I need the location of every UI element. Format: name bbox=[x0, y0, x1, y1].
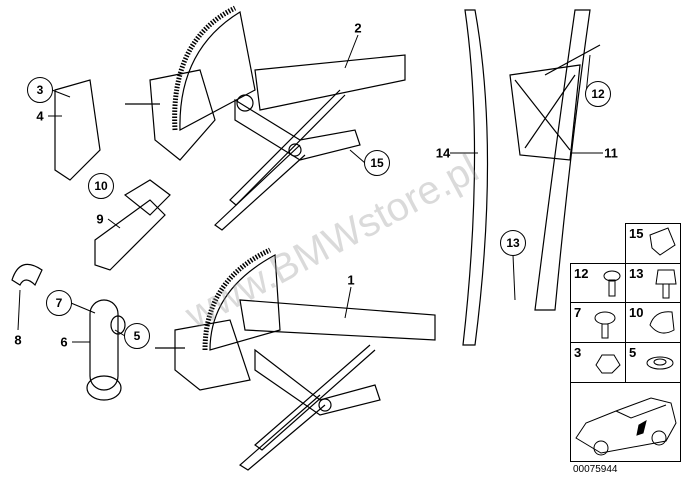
grid-label-7: 7 bbox=[574, 305, 582, 320]
callout-9: 9 bbox=[96, 211, 104, 227]
diagram-code: 00075944 bbox=[573, 464, 618, 475]
belt-part bbox=[89, 299, 119, 391]
motor-part bbox=[94, 199, 166, 271]
cap-part bbox=[11, 263, 43, 287]
grid-cell-car bbox=[570, 382, 681, 462]
guide-rail-14 bbox=[462, 9, 489, 346]
callout-10: 10 bbox=[88, 173, 114, 199]
grid-label-3: 3 bbox=[574, 345, 582, 360]
callout-15: 15 bbox=[364, 150, 390, 176]
callout-6: 6 bbox=[60, 334, 68, 350]
callout-4: 4 bbox=[36, 108, 44, 124]
grid-label-5: 5 bbox=[629, 345, 637, 360]
lower-window-regulator bbox=[155, 247, 436, 471]
grid-label-13: 13 bbox=[629, 266, 644, 281]
upper-window-regulator bbox=[125, 5, 406, 231]
callout-13: 13 bbox=[500, 230, 526, 256]
callout-5: 5 bbox=[124, 323, 150, 349]
grid-label-15: 15 bbox=[629, 226, 644, 241]
callout-1: 1 bbox=[347, 272, 355, 288]
grid-label-10: 10 bbox=[629, 305, 644, 320]
car-icon bbox=[575, 397, 677, 456]
callout-11: 11 bbox=[604, 145, 618, 161]
callout-14: 14 bbox=[435, 145, 451, 161]
guide-rail-11 bbox=[534, 9, 591, 311]
leader-lines bbox=[17, 34, 603, 343]
grid-cell-10: 10 bbox=[625, 302, 681, 343]
callout-7: 7 bbox=[46, 290, 72, 316]
callout-8: 8 bbox=[14, 332, 22, 348]
bracket-part bbox=[54, 79, 101, 181]
grid-cell-12: 12 bbox=[570, 263, 626, 303]
grid-label-12: 12 bbox=[574, 266, 589, 281]
callout-2: 2 bbox=[354, 20, 362, 36]
callout-3: 3 bbox=[27, 77, 53, 103]
callout-12: 12 bbox=[585, 81, 611, 107]
